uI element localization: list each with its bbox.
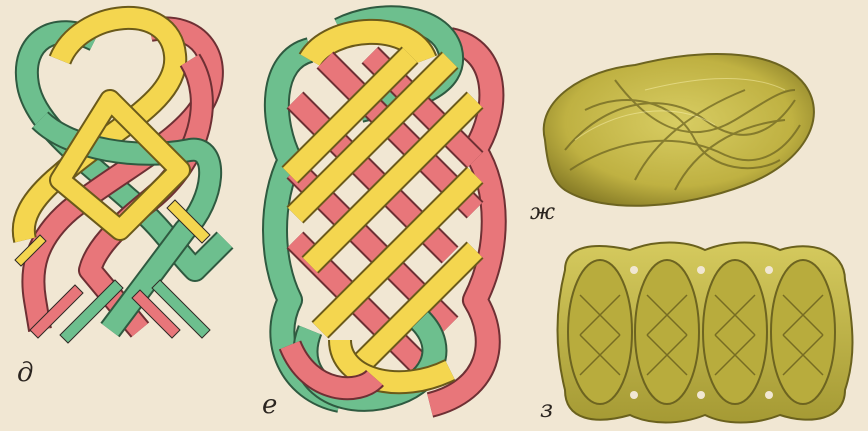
rope-mat-rect-photo: з — [555, 240, 855, 425]
rope-mat-oval-photo: ж — [525, 30, 825, 225]
rope-mat-oval-illustration — [525, 30, 825, 225]
figure-label-zh: ж — [530, 200, 555, 225]
figure-label-z: з — [540, 395, 553, 423]
knot-diagram-e: е — [250, 0, 520, 431]
figure-label-d: д — [17, 358, 33, 388]
rope-mat-rect-illustration — [555, 240, 855, 425]
figure-label-e: е — [262, 390, 277, 420]
knot-e-illustration — [250, 0, 520, 431]
knot-diagram-d: д — [0, 0, 250, 431]
knot-d-illustration — [0, 0, 250, 431]
